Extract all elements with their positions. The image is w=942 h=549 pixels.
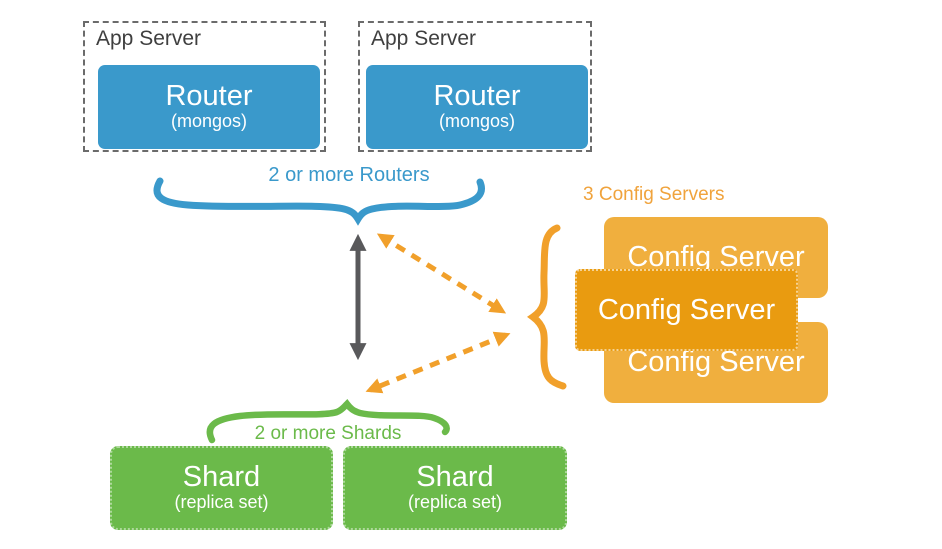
router-subtitle: (mongos): [438, 111, 516, 132]
config-servers-caption: 3 Config Servers: [583, 184, 725, 205]
app-server-label: App Server: [371, 27, 477, 50]
config-server-label: Config Server: [627, 241, 805, 273]
shard-title: Shard: [182, 460, 261, 493]
app-server-label: App Server: [96, 27, 202, 50]
config-server-label: Config Server: [627, 346, 805, 378]
routers-caption: 2 or more Routers: [268, 164, 430, 186]
app-server-box-2: App Server Router (mongos): [358, 21, 592, 152]
router-subtitle: (mongos): [170, 111, 248, 132]
shard-node-1: Shard (replica set): [110, 446, 333, 530]
app-server-box-1: App Server Router (mongos): [83, 21, 326, 152]
router-title: Router: [165, 79, 253, 112]
router-node-2: Router (mongos): [366, 65, 588, 149]
config-server-label: Config Server: [597, 293, 776, 326]
shard-config-arrow: [365, 331, 511, 394]
router-config-arrow: [376, 233, 507, 314]
shard-title: Shard: [416, 460, 494, 493]
shards-caption: 2 or more Shards: [254, 423, 402, 444]
router-title: Router: [433, 79, 521, 112]
shard-node-2: Shard (replica set): [343, 446, 567, 530]
shard-subtitle: (replica set): [407, 492, 503, 513]
config-server-node-2: Config Server: [575, 269, 798, 351]
shard-subtitle: (replica set): [174, 492, 269, 513]
config-brace-icon: [527, 224, 567, 390]
router-node-1: Router (mongos): [98, 65, 320, 149]
